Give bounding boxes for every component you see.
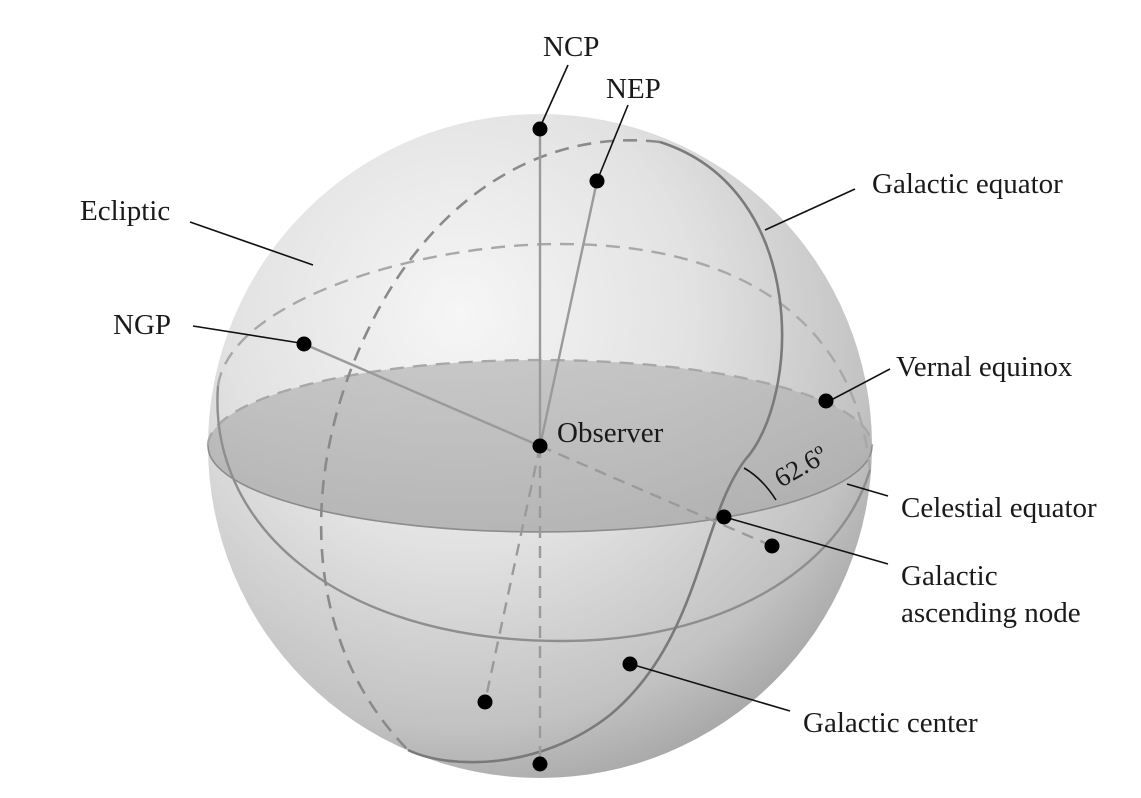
ncp-point xyxy=(532,121,548,137)
galactic-center-point xyxy=(622,656,638,672)
ecliptic-front xyxy=(216,385,872,643)
galactic-equator-back xyxy=(319,139,661,751)
galactic-pole-axis-upper xyxy=(303,342,541,448)
ecliptic-label: Ecliptic xyxy=(80,195,170,227)
ncp-leader-line xyxy=(540,64,569,126)
celestial-equator-leader-line xyxy=(846,483,889,497)
inclination-angle-arc xyxy=(743,467,777,501)
galactic-equator-label: Galactic equator xyxy=(872,168,1063,200)
observer-label: Observer xyxy=(557,417,664,449)
ecliptic-pole-axis-upper xyxy=(538,180,599,447)
ecliptic-leader-line xyxy=(189,221,314,266)
south-galactic-pole-point xyxy=(764,538,780,554)
galactic-center-label: Galactic center xyxy=(803,707,978,739)
vernal-equinox-leader-line xyxy=(832,368,891,400)
ngp-label: NGP xyxy=(113,309,171,341)
south-ecliptic-pole-point xyxy=(477,694,493,710)
nep-point xyxy=(589,173,605,189)
galactic-center-leader-line xyxy=(633,664,791,712)
vernal-equinox-label: Vernal equinox xyxy=(896,351,1073,383)
galactic-ascending-node-label-line2: ascending node xyxy=(901,597,1081,629)
observer-point xyxy=(532,438,548,454)
galactic-pole-axis-lower xyxy=(539,444,773,548)
galactic-equator-front xyxy=(407,140,784,764)
ncp-label: NCP xyxy=(543,31,599,63)
ecliptic-pole-axis-lower xyxy=(483,445,542,703)
ecliptic-back xyxy=(216,242,872,471)
ascending-node-leader-line xyxy=(727,517,889,565)
galactic-ascending-node-label-line1: Galactic xyxy=(901,560,998,592)
ngp-leader-line xyxy=(192,325,301,344)
scp-point xyxy=(532,756,548,772)
galactic-equator-leader-line xyxy=(764,188,856,231)
galactic-ascending-node-point xyxy=(716,509,732,525)
nep-label: NEP xyxy=(606,73,661,105)
nep-leader-line xyxy=(598,104,629,177)
ngp-point xyxy=(296,336,312,352)
celestial-equator-label: Celestial equator xyxy=(901,492,1097,524)
vernal-equinox-point xyxy=(818,393,834,409)
